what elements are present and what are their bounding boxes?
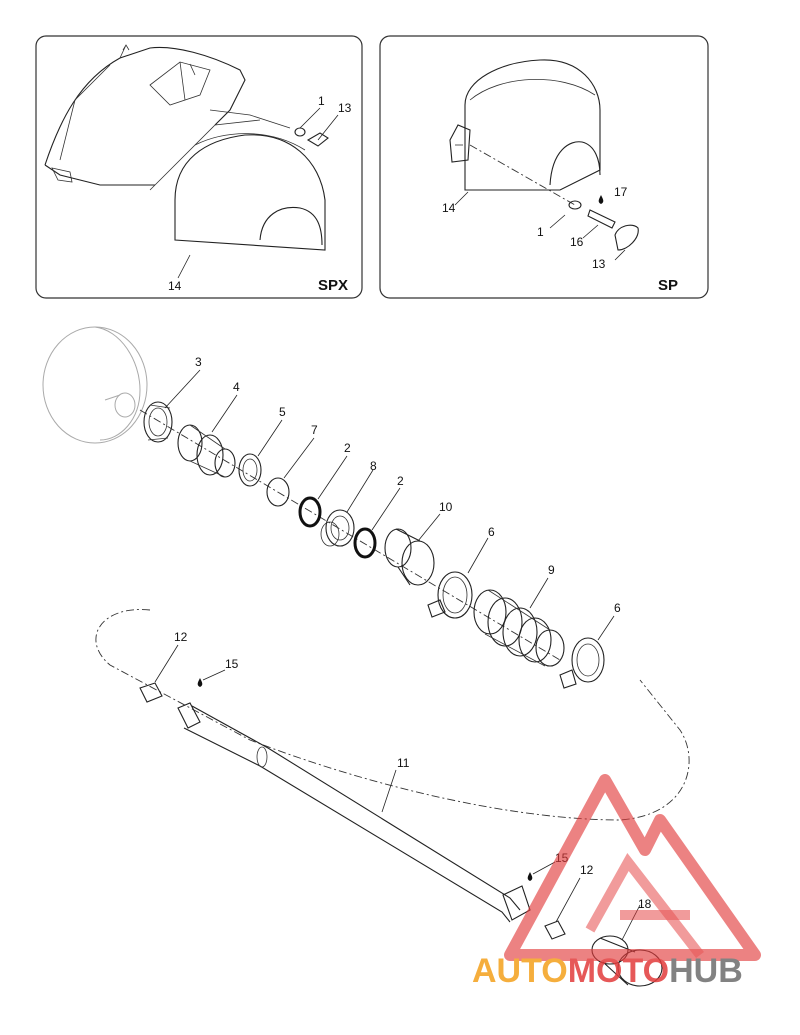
engine-flywheel-outline [42,326,148,444]
o-ring-part-2b [353,527,377,559]
callout-13: 13 [592,257,606,271]
sp-panel-frame [379,35,709,299]
callout-16: 16 [570,235,584,249]
clamp-part-6 [427,571,473,619]
sp-bolt-part-16 [587,209,616,229]
callout-3: 3 [195,355,202,369]
watermark-text: AUTOMOTOHUB [472,952,743,990]
sp-panel: 17 14 1 16 13 SP [379,35,709,299]
sp-cover-part-14 [449,59,601,206]
callout-10: 10 [439,500,453,514]
callout-6: 6 [488,525,495,539]
spx-panel-frame [35,35,363,299]
panel-label-spx: SPX [318,277,348,294]
sp-part-13 [614,224,639,251]
callout-1: 1 [537,225,544,239]
bushing-part-12b [544,920,566,940]
main-exploded-view: 3 4 5 7 2 8 2 10 6 9 6 12 15 11 15 12 18 [42,326,690,987]
callout-14: 14 [168,279,182,293]
lubricant-drop-icon [598,195,604,204]
boot-part-4 [177,424,236,478]
spx-panel: 1 13 14 SPX [35,35,363,299]
callout-4: 4 [233,380,240,394]
drive-axis-line [139,409,561,661]
callout-12: 12 [174,630,188,644]
spx-hull-drawing [44,44,291,191]
watermark-auto: AUTO [472,952,568,990]
o-ring-part-2 [298,496,322,528]
spx-washer-part-1 [294,127,306,137]
callout-18: 18 [638,897,652,911]
callout-9: 9 [548,563,555,577]
watermark-hub: HUB [669,952,743,990]
automotohub-watermark: AUTOMOTOHUB [472,774,761,990]
callout-17: 17 [614,185,628,199]
drive-shaft-part-11 [177,702,531,923]
clamp-part-6b [559,637,605,689]
spx-part-13 [306,132,329,147]
clamp-part-5 [238,453,262,487]
callout-13: 13 [338,101,352,115]
spx-cover-part-14 [174,133,326,251]
callout-5: 5 [279,405,286,419]
callout-11: 11 [397,756,410,770]
callout-8: 8 [370,459,377,473]
shaft-group-outline [95,609,690,821]
callout-2: 2 [397,474,404,488]
callout-15: 15 [225,657,239,671]
callout-6: 6 [614,601,621,615]
o-ring-part-7 [266,477,290,507]
watermark-moto: MOTO [568,952,669,990]
callout-leaders [154,369,641,941]
bushing-part-12 [139,682,163,703]
sp-washer-part-1 [568,200,582,210]
grease-drop-icon [527,872,533,881]
callout-14: 14 [442,201,456,215]
callout-1: 1 [318,94,325,108]
clamp-part-3 [143,401,173,443]
callout-7: 7 [311,423,318,437]
grease-drop-icon [197,678,203,687]
bearing-part-8 [320,509,355,547]
callout-2: 2 [344,441,351,455]
watermark-logo-triangle [504,774,761,961]
sleeve-part-10 [384,528,435,586]
bellows-part-9 [473,589,565,667]
callout-12: 12 [580,863,594,877]
panel-label-sp: SP [658,277,678,294]
